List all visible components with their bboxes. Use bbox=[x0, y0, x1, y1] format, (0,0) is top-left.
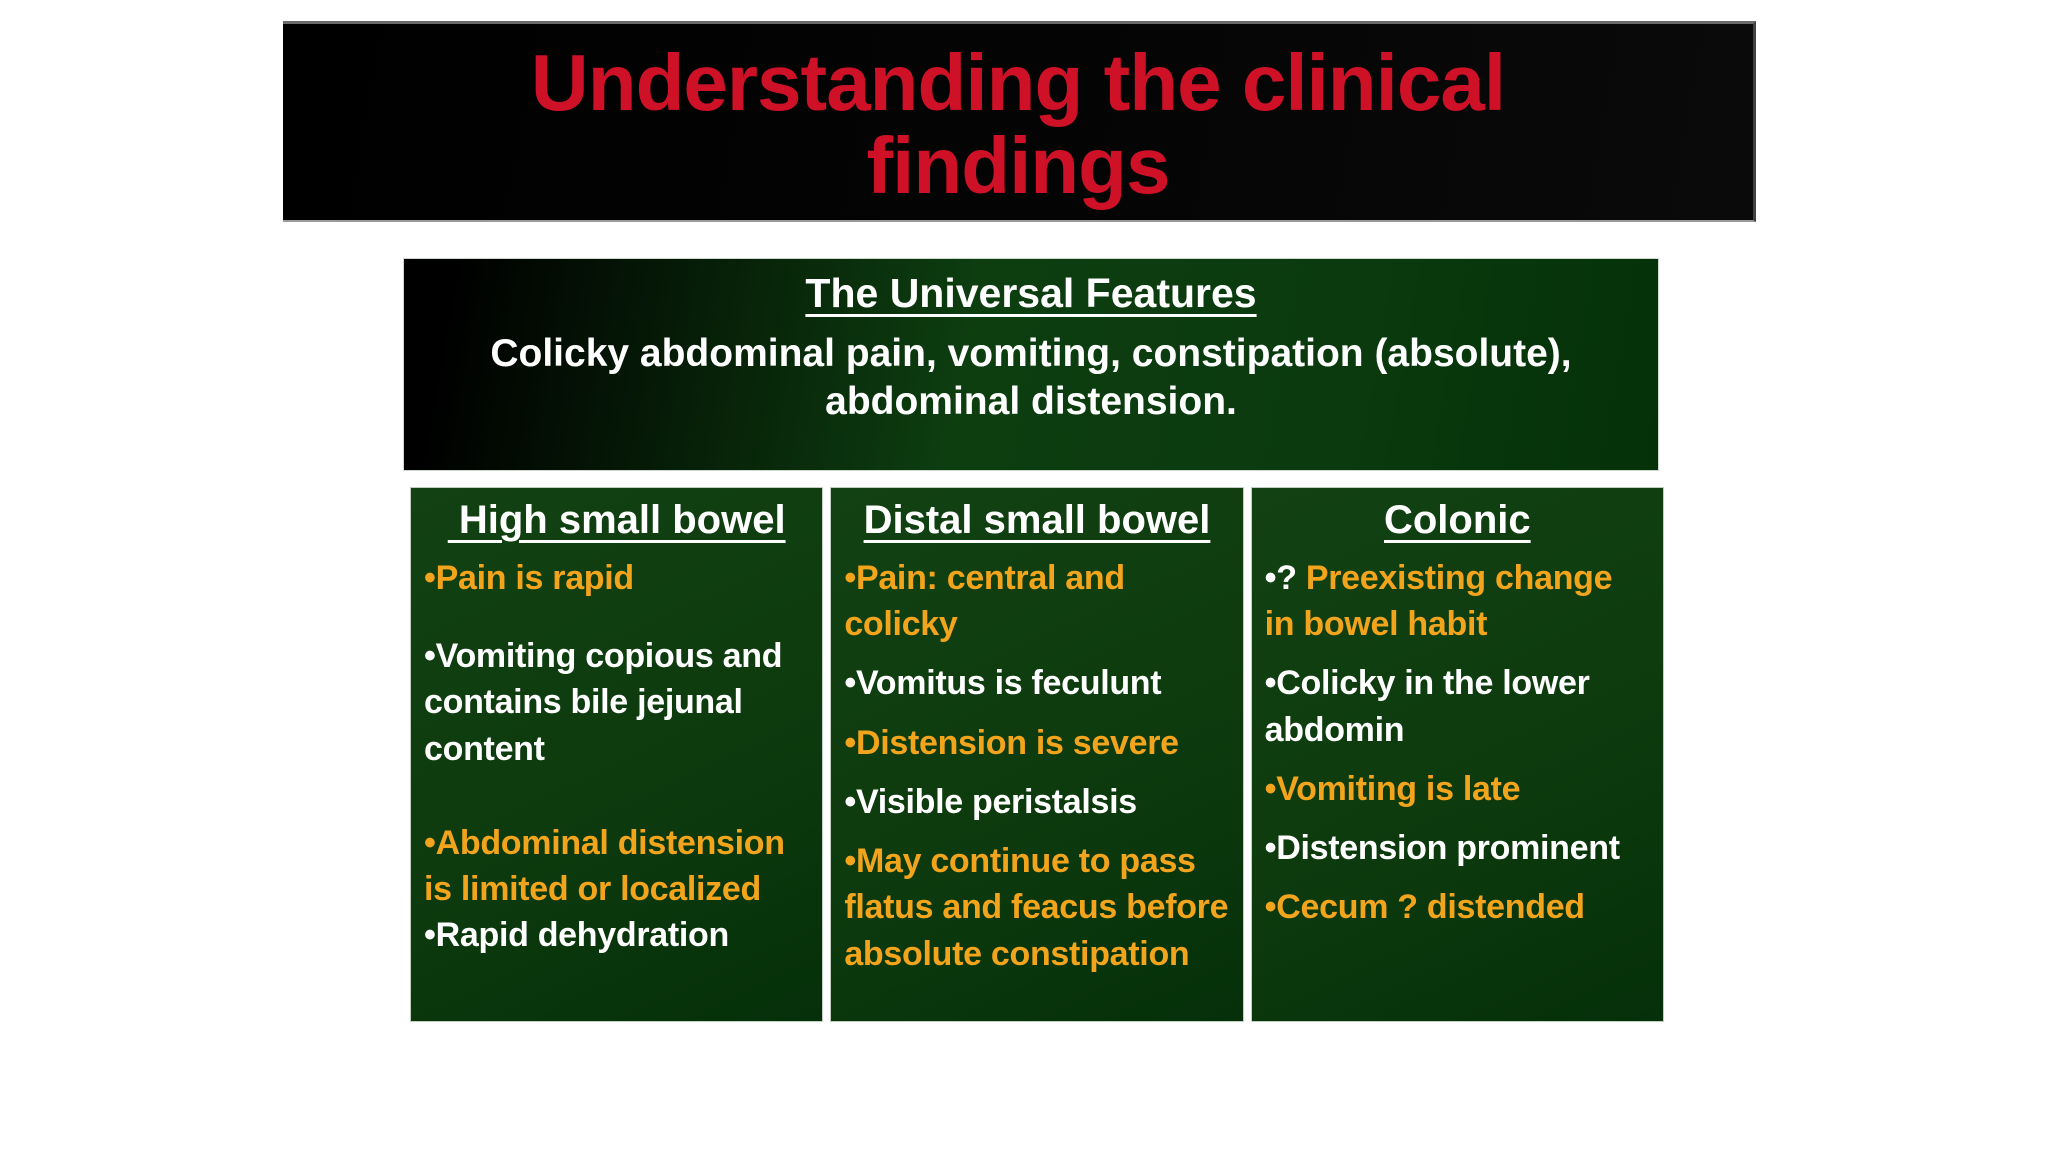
bullet-prefix: •? bbox=[1264, 559, 1306, 597]
bullet-text: Pain is rapid bbox=[435, 559, 635, 597]
bullet-text: Distension is severe bbox=[855, 723, 1179, 762]
column-high-small-bowel: High small bowel •Pain is rapid •Vomitin… bbox=[410, 487, 824, 1022]
bullet-text: Colicky in the lower abdomin bbox=[1264, 664, 1590, 749]
bullet-item: •Pain is rapid bbox=[424, 555, 809, 601]
bullet-item: •Cecum ? distended bbox=[1265, 884, 1650, 930]
bullet-text: Distension prominent bbox=[1276, 829, 1620, 868]
bullet-text: Vomitus is feculunt bbox=[855, 664, 1162, 703]
universal-features-heading: The Universal Features bbox=[805, 270, 1257, 316]
bullet-item: •Distension prominent bbox=[1265, 825, 1650, 871]
bullet-item: •? Preexisting change in bowel habit bbox=[1265, 555, 1650, 647]
bullet-text: Vomiting copious and contains bile jejun… bbox=[424, 637, 783, 768]
title-bar: Understanding the clinical findings bbox=[283, 21, 1756, 222]
bullet-prefix: • bbox=[844, 723, 856, 762]
bullet-item: •Rapid dehydration bbox=[424, 912, 809, 958]
slide-title-line-1: Understanding the clinical bbox=[530, 38, 1506, 128]
column-heading-high-small-bowel: High small bowel bbox=[447, 498, 786, 542]
bullet-prefix: • bbox=[424, 559, 436, 597]
bullet-item: •Visible peristalsis bbox=[844, 779, 1229, 825]
bullet-text: Cecum ? distended bbox=[1276, 888, 1585, 927]
column-distal-small-bowel: Distal small bowel •Pain: central and co… bbox=[830, 487, 1244, 1022]
bullet-prefix: • bbox=[844, 559, 856, 597]
column-colonic: Colonic •? Preexisting change in bowel h… bbox=[1250, 487, 1664, 1022]
bullet-item: •Vomiting copious and contains bile jeju… bbox=[424, 633, 809, 772]
bullet-prefix: • bbox=[844, 664, 856, 703]
bullet-text: May continue to pass flatus and feacus b… bbox=[844, 842, 1229, 973]
bullet-text: Vomiting is late bbox=[1276, 769, 1521, 808]
bullet-text: Visible peristalsis bbox=[855, 782, 1137, 821]
bullet-prefix: • bbox=[1264, 829, 1277, 868]
bullet-item: •Pain: central and colicky bbox=[844, 555, 1229, 647]
bullet-prefix: • bbox=[1264, 888, 1277, 927]
bullet-item: •May continue to pass flatus and feacus … bbox=[844, 838, 1229, 977]
bullet-prefix: • bbox=[1264, 664, 1277, 703]
column-heading-colonic: Colonic bbox=[1383, 498, 1531, 542]
universal-features-panel: The Universal Features Colicky abdominal… bbox=[403, 258, 1659, 471]
bullet-prefix: • bbox=[424, 637, 436, 676]
bullet-text: Preexisting change in bowel habit bbox=[1264, 559, 1613, 644]
bullet-prefix: • bbox=[844, 842, 856, 881]
bullet-item: •Abdominal distension is limited or loca… bbox=[424, 820, 809, 912]
bullet-item: •Colicky in the lower abdomin bbox=[1265, 660, 1650, 752]
column-heading-distal-small-bowel: Distal small bowel bbox=[863, 498, 1211, 542]
bullet-prefix: • bbox=[424, 916, 436, 955]
universal-features-body: Colicky abdominal pain, vomiting, consti… bbox=[490, 332, 1572, 423]
bullet-item: •Vomiting is late bbox=[1265, 766, 1650, 812]
bullet-text: Abdominal distension is limited or local… bbox=[424, 823, 785, 909]
bullet-item: •Vomitus is feculunt bbox=[844, 660, 1229, 706]
slide-title-line-2: findings bbox=[866, 121, 1170, 210]
bullet-prefix: • bbox=[844, 782, 856, 821]
comparison-columns: High small bowel •Pain is rapid •Vomitin… bbox=[410, 487, 1664, 1022]
bullet-text: Rapid dehydration bbox=[435, 916, 730, 955]
bullet-prefix: • bbox=[1264, 769, 1277, 808]
bullet-prefix: • bbox=[424, 823, 436, 862]
bullet-item: •Distension is severe bbox=[844, 720, 1229, 766]
bullet-text: Pain: central and colicky bbox=[844, 559, 1125, 644]
